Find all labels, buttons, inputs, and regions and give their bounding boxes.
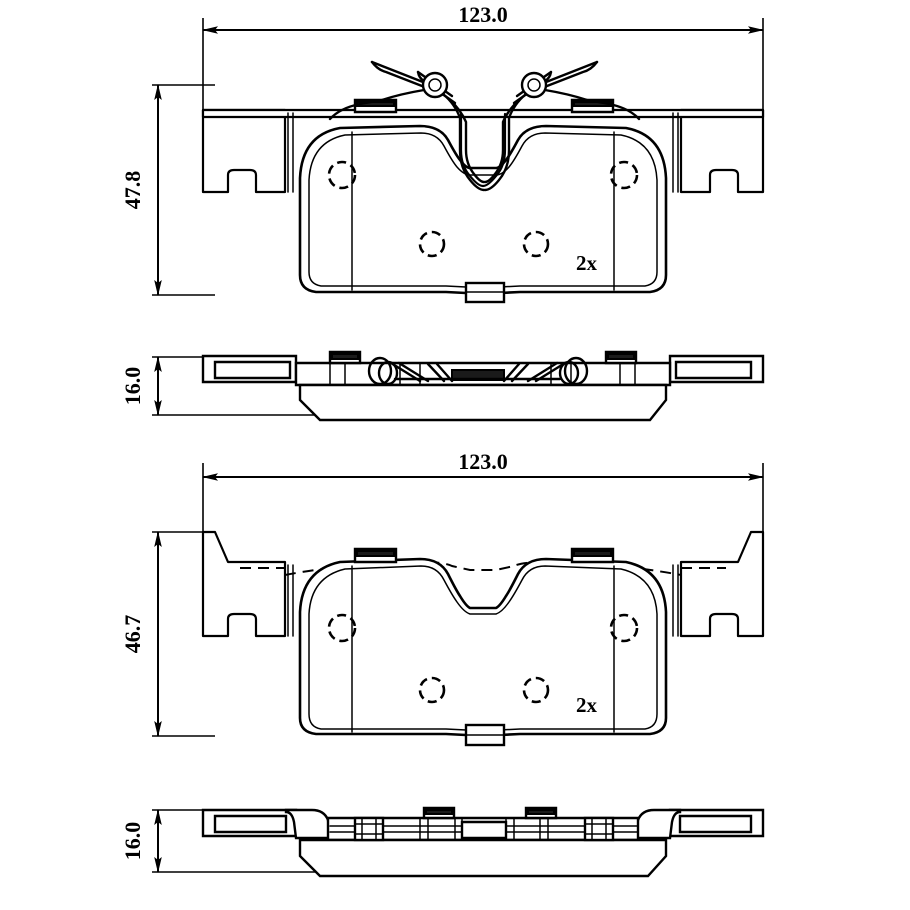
upper-pad-center-slot: [459, 112, 507, 188]
view-lower-pad-front: 123.0 46.7: [120, 449, 765, 747]
dimension-thickness-bottom: 16.0: [120, 809, 330, 873]
quantity-label-top: 2x: [576, 251, 598, 275]
lower-pad-friction-body: [298, 557, 668, 737]
upper-pad-bottom-tab: [464, 281, 506, 304]
dimension-label-thickness-top: 16.0: [120, 367, 145, 406]
dimension-width-top: 123.0: [202, 2, 764, 110]
lower-pad-retainer-tabs: [353, 547, 615, 564]
upper-pad-spring-clips: [328, 60, 641, 192]
lower-pad-backing-plate: [201, 530, 765, 638]
dimension-width-bottom: 123.0: [202, 449, 764, 560]
dimension-label-width-bottom: 123.0: [458, 449, 508, 474]
view-lower-pad-side: 16.0: [120, 806, 765, 878]
lower-pad-holes: [327, 613, 639, 704]
lower-pad-bottom-tab: [464, 723, 506, 747]
upper-side-spring-wires: [367, 356, 589, 386]
upper-pad-backing-plate: [201, 108, 765, 194]
lower-side-backing-plate: [201, 806, 765, 878]
dimension-label-height-bottom: 46.7: [120, 615, 145, 654]
dimension-label-width-top: 123.0: [458, 2, 508, 27]
lower-pad-hidden-edge: [240, 560, 726, 576]
dimension-label-height-top: 47.8: [120, 171, 145, 210]
lower-side-rivet-right: [583, 816, 615, 842]
dimension-label-thickness-bottom: 16.0: [120, 822, 145, 861]
view-upper-pad-front: 123.0 47.8: [120, 2, 765, 304]
view-upper-pad-side: 16.0: [120, 350, 765, 422]
lower-side-rivet-left: [353, 816, 385, 842]
dimension-height-bottom: 46.7: [120, 531, 215, 737]
upper-pad-friction-body: [298, 124, 668, 295]
dimension-height-top: 47.8: [120, 84, 215, 296]
upper-side-backing-plate: [201, 350, 765, 422]
quantity-label-bottom: 2x: [576, 693, 598, 717]
upper-pad-holes: [327, 160, 639, 258]
